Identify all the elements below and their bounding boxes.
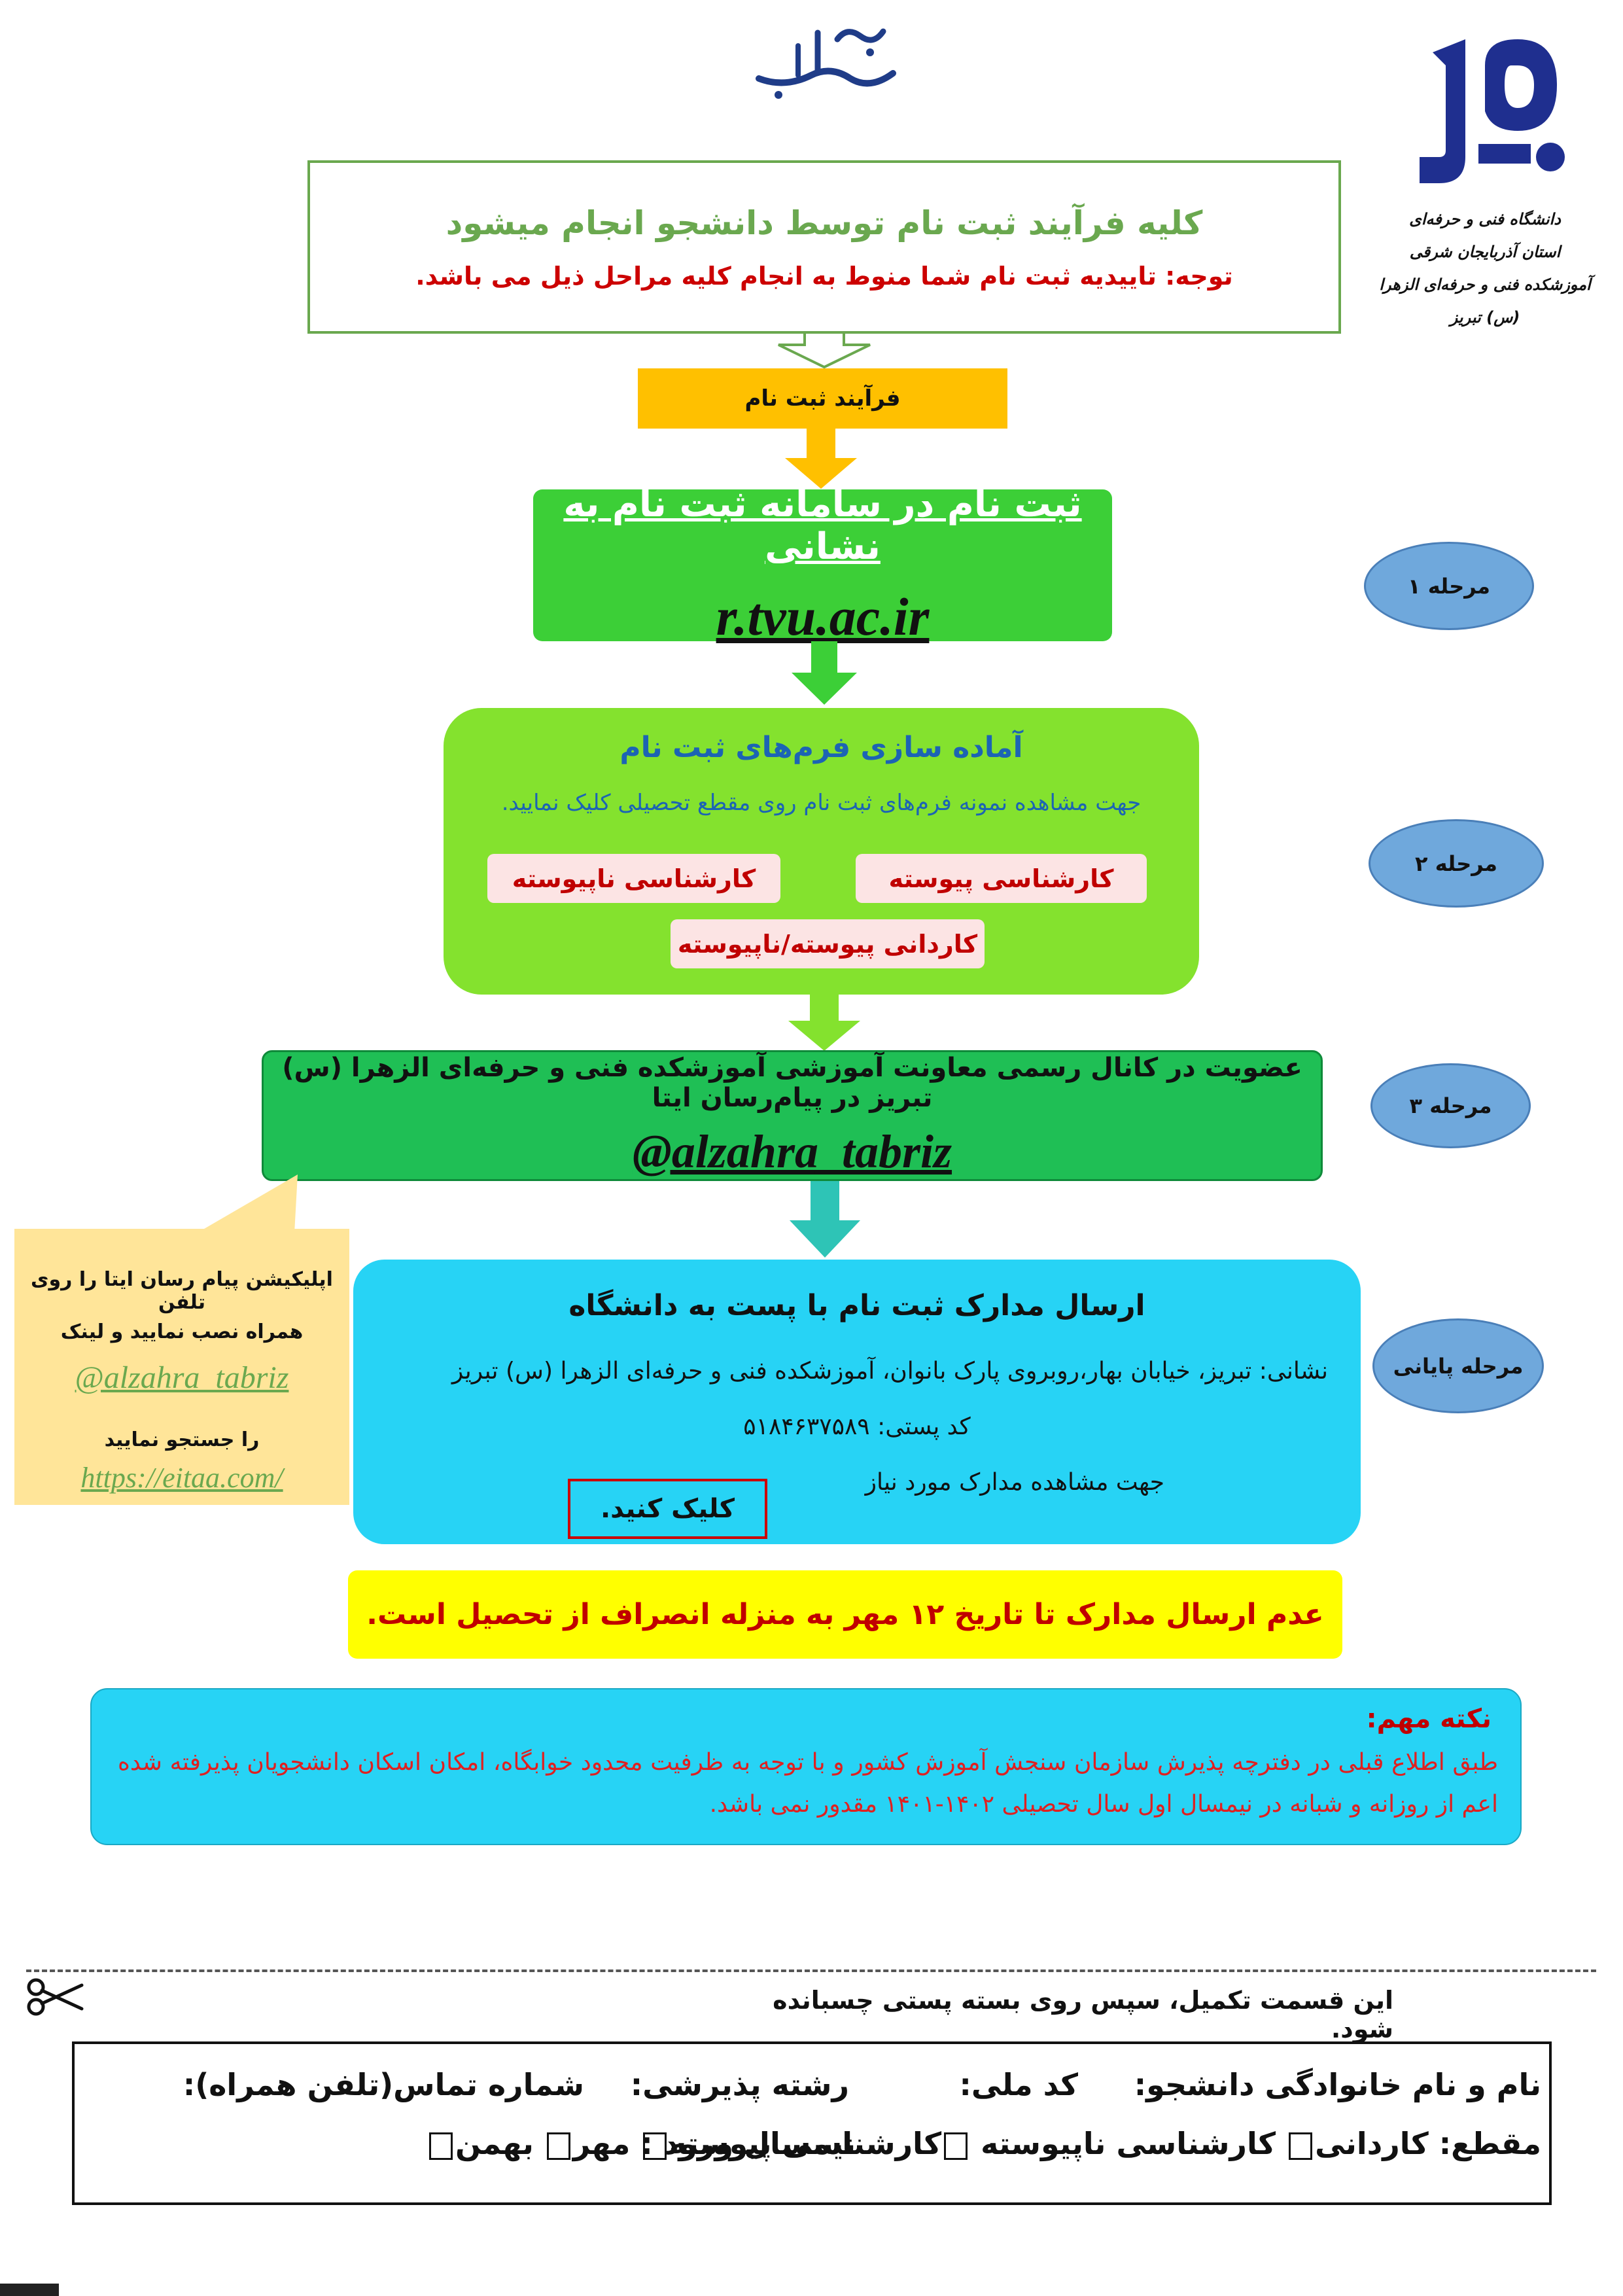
required-docs-text: جهت مشاهده مدارک مورد نیاز — [865, 1469, 1164, 1496]
callout-handle-link[interactable]: @alzahra_tabriz — [75, 1360, 289, 1395]
important-note-body: طبق اطلاع قبلی در دفترچه پذیرش سازمان سن… — [118, 1749, 1498, 1818]
noncontinuous-bachelor-form-button[interactable]: کارشناسی ناپیوسته — [487, 854, 780, 903]
level-continuous-checkbox[interactable] — [642, 2132, 667, 2160]
important-note-title: نکته مهم: — [1366, 1704, 1492, 1734]
final-step-title: ارسال مدارک ثبت نام با پست به دانشگاه — [568, 1289, 1145, 1322]
student-name-field[interactable]: نام و نام خانوادگی دانشجو: — [1134, 2067, 1541, 2102]
university-emblem-icon — [1420, 39, 1565, 183]
process-label: فرآیند ثبت نام — [638, 368, 1007, 429]
required-docs-click-button[interactable]: کلیک کنید. — [568, 1479, 767, 1539]
semester-bahman-label: بهمن — [455, 2126, 534, 2161]
eitaa-website-link[interactable]: https://eitaa.com/ — [80, 1462, 283, 1494]
important-note-box: نکته مهم: طبق اطلاع قبلی در دفترچه پذیرش… — [90, 1688, 1522, 1845]
callout-pointer-icon — [196, 1174, 298, 1233]
callout-line-3: را جستجو نمایید — [104, 1428, 260, 1451]
eitaa-channel-link[interactable]: @alzahra_tabriz — [632, 1125, 952, 1178]
major-field[interactable]: رشته پذیرشی: — [630, 2067, 849, 2102]
logo-line-2: استان آذربایجان شرقی — [1409, 243, 1561, 261]
stage-1-badge: مرحله ۱ — [1364, 542, 1534, 630]
level-associate-checkbox[interactable] — [1289, 2132, 1313, 2160]
logo-line-3: آموزشکده فنی و حرفه‌ای الزهرا (س) تبریز — [1379, 275, 1591, 327]
eitaa-callout: اپلیکیشن پیام رسان ایتا را روی تلفن همرا… — [14, 1229, 349, 1505]
level-noncontinuous-label: کارشناسی ناپیوسته — [981, 2126, 1276, 2161]
postal-address: نشانی: تبریز، خیابان بهار،روبروی پارک با… — [451, 1358, 1328, 1385]
phone-field[interactable]: شماره تماس(تلفن همراه): — [183, 2067, 584, 2102]
level-row: مقطع: کاردانی کارشناسی ناپیوسته کارشناسی… — [640, 2126, 1541, 2161]
semester-mehr-checkbox[interactable] — [546, 2132, 570, 2160]
down-arrow-icon — [792, 641, 857, 705]
step3-title: عضویت در کانال رسمی معاونت آموزشی آموزشک… — [282, 1052, 1302, 1113]
step1-box: ثبت نام در سامانه ثبت نام به نشانی r.tvu… — [533, 483, 1112, 646]
level-noncontinuous-checkbox[interactable] — [944, 2132, 968, 2160]
step2-title: آماده سازی فرم‌های ثبت نام — [620, 731, 1023, 764]
down-arrow-icon — [788, 995, 860, 1051]
down-arrow-icon — [790, 1181, 860, 1258]
down-arrow-icon — [785, 429, 857, 489]
final-step-box: ارسال مدارک ثبت نام با پست به دانشگاه نش… — [353, 1260, 1361, 1544]
hollow-down-arrow-icon — [778, 331, 871, 369]
bismillah-icon — [756, 28, 896, 99]
intro-box: کلیه فرآیند ثبت نام توسط دانشجو انجام می… — [307, 160, 1341, 334]
intro-note: توجه: تاییدیه ثبت نام شما منوط به انجام … — [415, 261, 1233, 291]
step2-description: جهت مشاهده نمونه فرم‌های ثبت نام روی مقط… — [501, 790, 1142, 816]
postal-code: کد پستی: ۵۱۸۴۶۳۷۵۸۹ — [743, 1413, 971, 1440]
footer-watermark-strip — [0, 2284, 59, 2296]
stage-final-badge: مرحله پایانی — [1372, 1318, 1544, 1413]
step3-box: عضویت در کانال رسمی معاونت آموزشی آموزشک… — [262, 1050, 1323, 1181]
student-info-form: نام و نام خانوادگی دانشجو: کد ملی: رشته … — [72, 2041, 1552, 2205]
associate-form-button[interactable]: کاردانی پیوسته/ناپیوسته — [671, 919, 985, 968]
callout-line-2: همراه نصب نمایید و لینک — [60, 1320, 304, 1343]
semester-bahman-checkbox[interactable] — [429, 2132, 453, 2160]
deadline-warning: عدم ارسال مدارک تا تاریخ ۱۲ مهر به منزله… — [348, 1570, 1342, 1659]
level-continuous-label: کارشناسی پیوسته — [669, 2126, 942, 2161]
stage-3-badge: مرحله ۳ — [1370, 1063, 1531, 1148]
semester-row: نیمسال ورود : مهر بهمن — [427, 2126, 856, 2161]
level-associate-label: کاردانی — [1315, 2126, 1429, 2161]
national-code-field[interactable]: کد ملی: — [959, 2067, 1078, 2102]
registration-site-link[interactable]: r.tvu.ac.ir — [716, 587, 930, 646]
continuous-bachelor-form-button[interactable]: کارشناسی پیوسته — [856, 854, 1147, 903]
level-label: مقطع: — [1439, 2126, 1541, 2161]
bismillah-calligraphy — [739, 13, 909, 105]
intro-title: کلیه فرآیند ثبت نام توسط دانشجو انجام می… — [445, 203, 1203, 242]
stage-2-badge: مرحله ۲ — [1369, 819, 1544, 908]
step1-title: ثبت نام در سامانه ثبت نام به نشانی — [563, 483, 1082, 568]
callout-line-1: اپلیکیشن پیام رسان ایتا را روی تلفن — [31, 1268, 333, 1314]
cut-instruction: این قسمت تکمیل، سپس روی بسته پستی چسباند… — [773, 1986, 1393, 2043]
logo-line-1: دانشگاه فنی و حرفه‌ای — [1409, 210, 1561, 228]
university-logo: دانشگاه فنی و حرفه‌ای استان آذربایجان شر… — [1361, 26, 1609, 334]
semester-label: نیمسال ورود : — [640, 2126, 856, 2161]
semester-mehr-label: مهر — [572, 2126, 631, 2161]
scissors-icon — [27, 1978, 84, 2016]
cut-dashed-line — [26, 1969, 1596, 1972]
